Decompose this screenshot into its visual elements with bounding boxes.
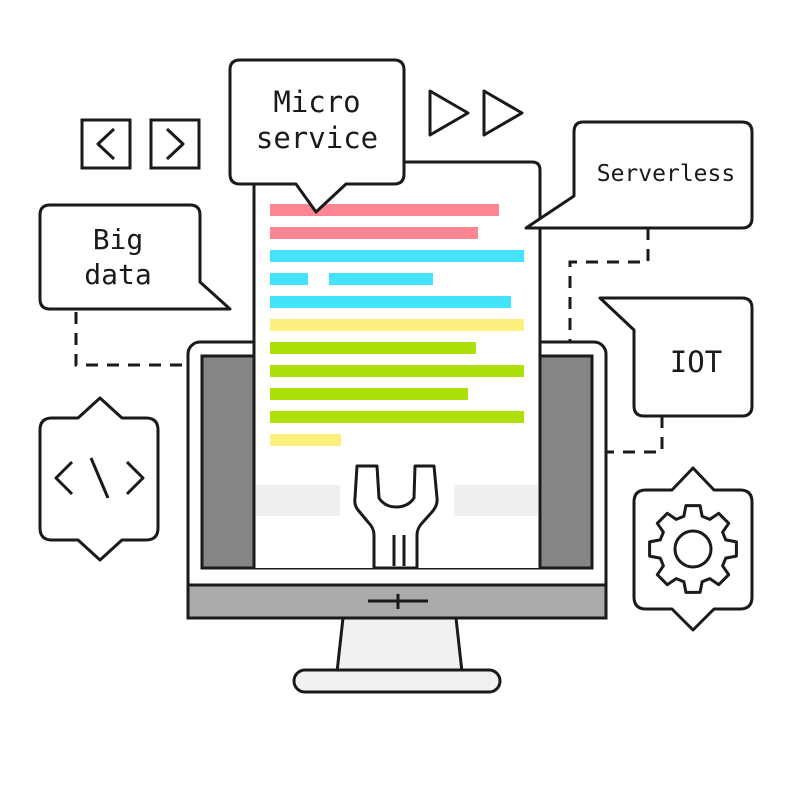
document-line — [270, 296, 511, 308]
document-lines — [270, 204, 524, 446]
document-line — [329, 273, 433, 285]
bubble-bigdata-line2: data — [84, 258, 151, 291]
document-line — [270, 204, 499, 216]
connector-bigdata — [74, 312, 190, 367]
chevron-right-icon — [149, 118, 201, 170]
chevron-left-icon — [80, 118, 132, 170]
bubble-iot-label: IOT — [670, 345, 722, 379]
bubble-micro-line2: service — [256, 121, 378, 155]
connector-serverless — [568, 228, 650, 342]
bubble-iot: IOT — [598, 296, 754, 418]
bubble-serverless-label: Serverless — [597, 161, 735, 187]
document-line — [270, 250, 524, 262]
ghost-bar-left — [256, 485, 340, 516]
document-line — [270, 319, 524, 331]
bubble-micro-line1: Micro — [273, 85, 360, 119]
monitor-stand-neck — [335, 616, 464, 674]
document-line — [270, 342, 476, 354]
document-line — [270, 411, 524, 423]
gear-badge — [632, 466, 754, 632]
bubble-bigdata-line1: Big — [93, 223, 144, 256]
document-page — [252, 160, 542, 568]
wrench-icon — [353, 464, 439, 570]
ghost-bar-right — [454, 485, 538, 516]
document-line — [270, 388, 468, 400]
bubble-micro-service: Micro service — [228, 58, 406, 214]
connector-lines — [74, 228, 664, 454]
connector-iot — [606, 416, 664, 454]
document-line — [270, 434, 341, 446]
code-brackets-icon — [38, 396, 160, 562]
bubble-big-data: Big data — [38, 203, 232, 311]
document-line — [270, 273, 308, 285]
monitor-stand-base — [292, 668, 502, 694]
bubble-serverless: Serverless — [524, 120, 754, 230]
document-line — [270, 227, 478, 239]
gear-icon — [648, 504, 738, 594]
document-line — [270, 365, 524, 377]
double-play-icon — [428, 89, 524, 137]
